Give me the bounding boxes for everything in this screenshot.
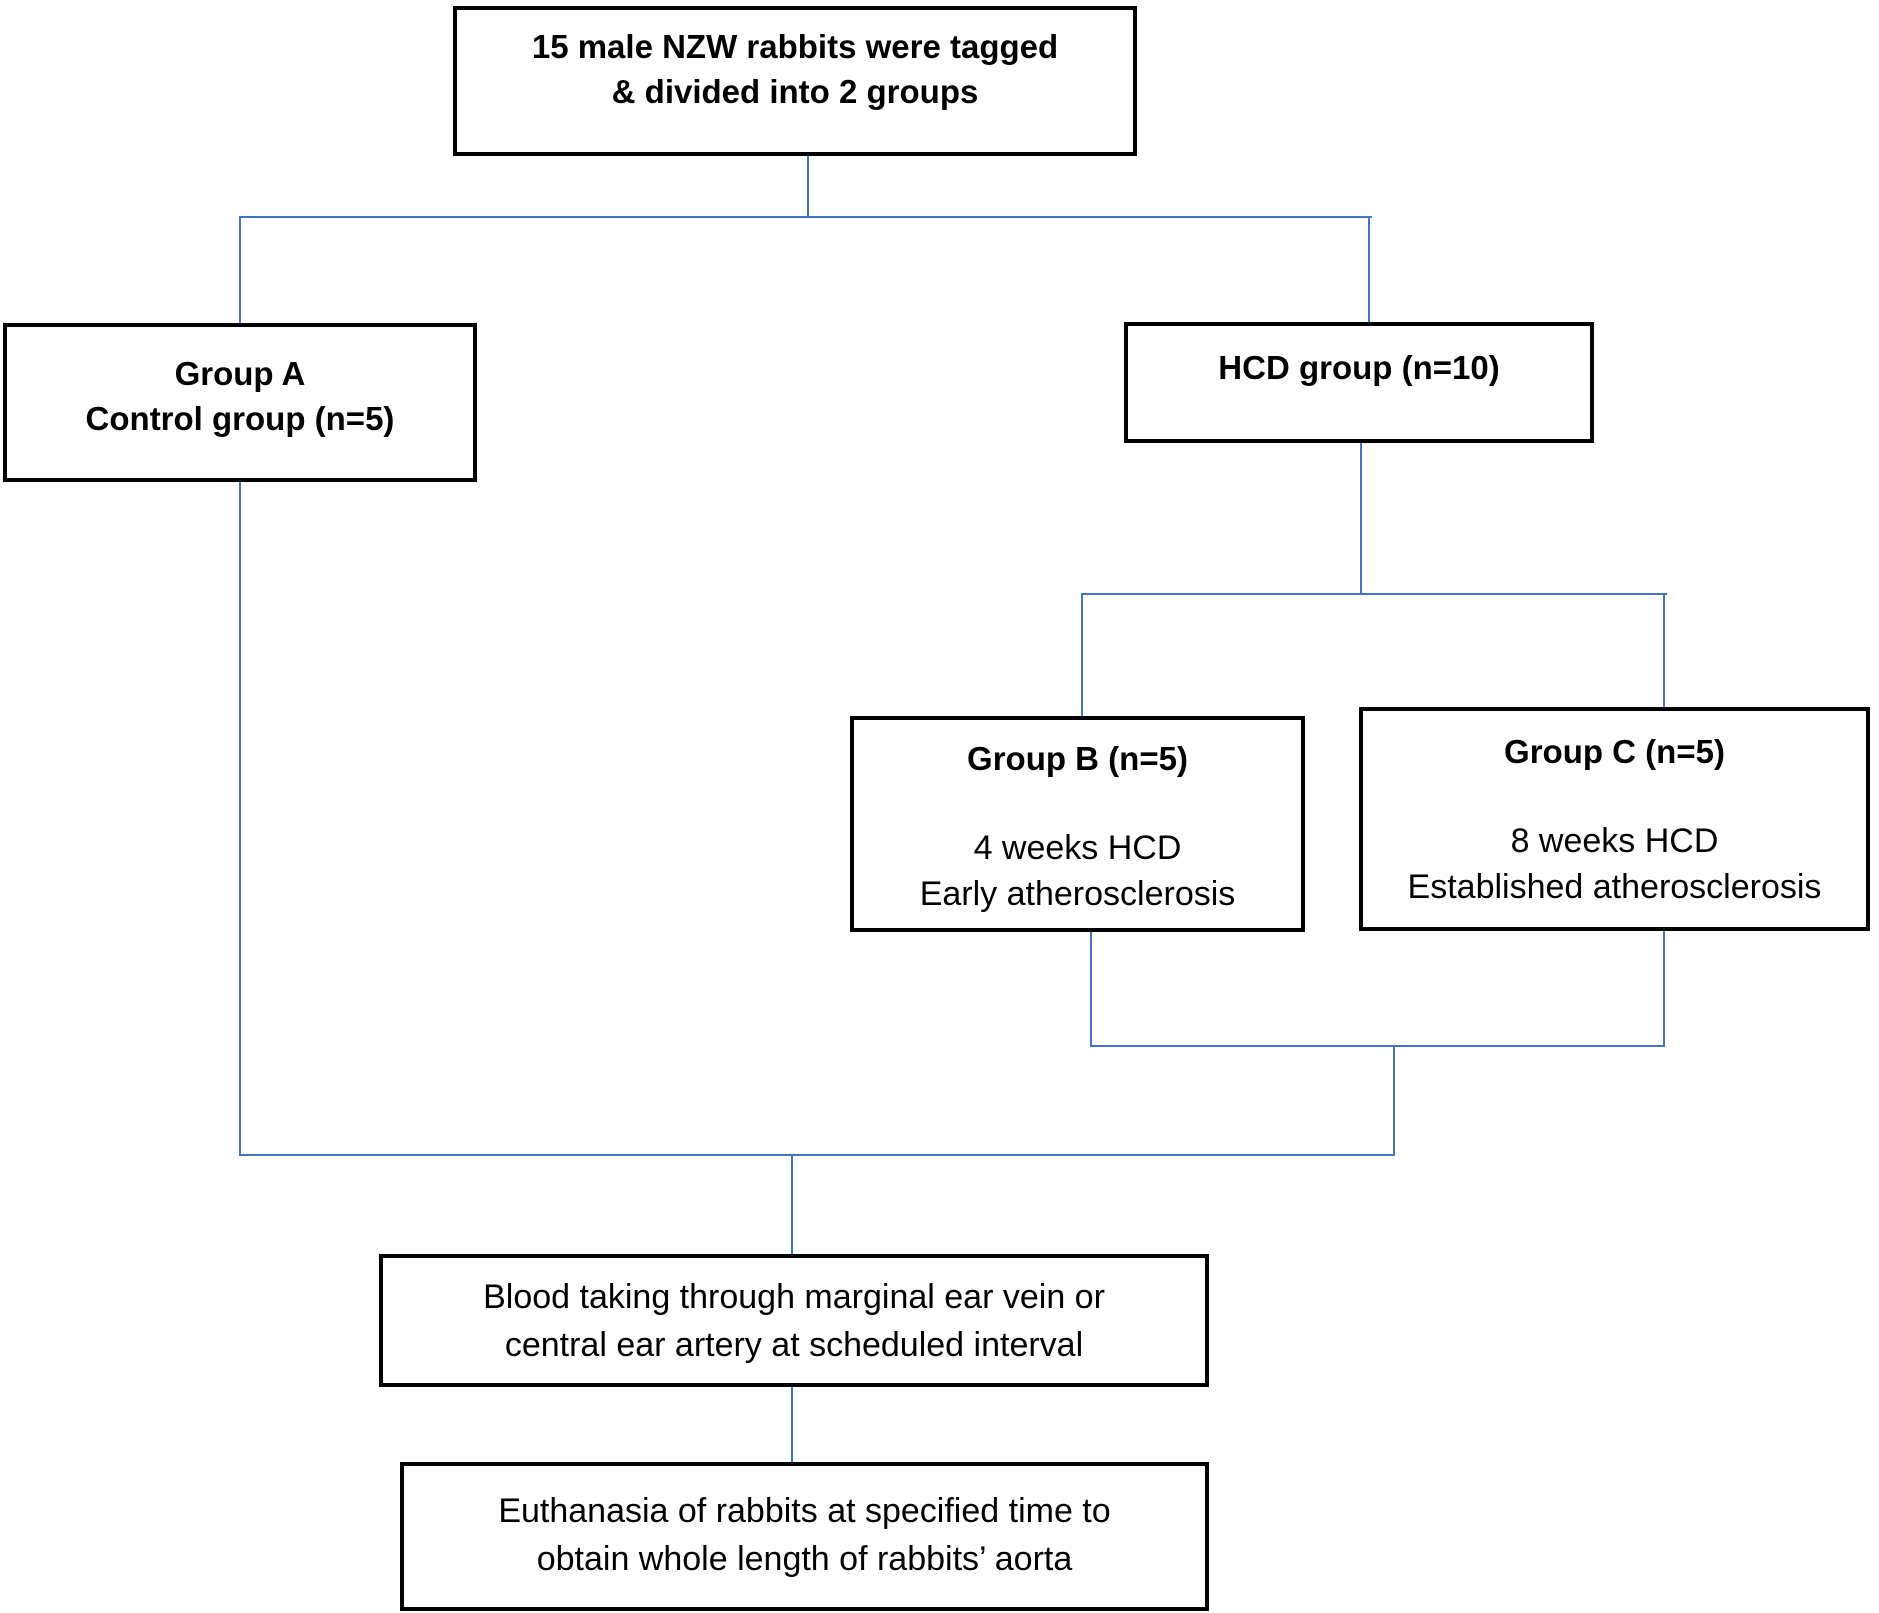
connector-merge-bc-horizontal bbox=[1090, 1045, 1665, 1047]
connector-group-a-down bbox=[239, 482, 241, 1156]
connector-root-down bbox=[807, 156, 809, 218]
connector-group-b-down bbox=[1090, 930, 1092, 1047]
node-group-b-line1: 4 weeks HCD bbox=[973, 829, 1182, 867]
node-root: 15 male NZW rabbits were tagged & divide… bbox=[453, 6, 1137, 156]
node-group-a-line1: Group A bbox=[174, 355, 306, 392]
connector-to-group-a bbox=[239, 216, 241, 325]
node-euthanasia: Euthanasia of rabbits at specified time … bbox=[400, 1462, 1209, 1611]
node-euthanasia-line1: Euthanasia of rabbits at specified time … bbox=[498, 1492, 1111, 1530]
connector-to-blood-taking bbox=[791, 1154, 793, 1255]
node-group-b-line2: Early atherosclerosis bbox=[919, 875, 1236, 913]
connector-merge-all-horizontal bbox=[239, 1154, 1395, 1156]
node-group-a: Group A Control group (n=5) bbox=[3, 323, 477, 482]
connector-to-group-b bbox=[1081, 593, 1083, 718]
connector-hcd-down bbox=[1360, 443, 1362, 595]
connector-to-hcd-group bbox=[1368, 216, 1370, 324]
connector-group-c-down bbox=[1663, 929, 1665, 1047]
connector-blood-to-euthanasia bbox=[791, 1387, 793, 1463]
node-group-c: Group C (n=5) 8 weeks HCD Established at… bbox=[1359, 707, 1870, 931]
connector-to-group-c bbox=[1663, 593, 1665, 709]
node-root-line2: & divided into 2 groups bbox=[611, 73, 979, 110]
node-group-c-line1: 8 weeks HCD bbox=[1510, 822, 1719, 860]
node-group-c-spacer bbox=[1363, 774, 1866, 818]
node-group-b: Group B (n=5) 4 weeks HCD Early atherosc… bbox=[850, 716, 1305, 932]
node-group-a-line2: Control group (n=5) bbox=[85, 400, 395, 437]
node-blood-taking: Blood taking through marginal ear vein o… bbox=[379, 1254, 1209, 1387]
node-blood-taking-line1: Blood taking through marginal ear vein o… bbox=[483, 1278, 1105, 1316]
node-euthanasia-line2: obtain whole length of rabbits’ aorta bbox=[536, 1540, 1073, 1578]
connector-split1-horizontal bbox=[239, 216, 1372, 218]
node-hcd-group: HCD group (n=10) bbox=[1124, 322, 1594, 443]
node-group-b-title: Group B (n=5) bbox=[967, 740, 1188, 777]
node-group-c-title: Group C (n=5) bbox=[1504, 733, 1725, 770]
node-blood-taking-line2: central ear artery at scheduled interval bbox=[504, 1326, 1084, 1364]
connector-split2-horizontal bbox=[1081, 593, 1667, 595]
node-hcd-group-label: HCD group (n=10) bbox=[1218, 349, 1500, 386]
node-root-line1: 15 male NZW rabbits were tagged bbox=[531, 28, 1059, 65]
node-group-b-spacer bbox=[854, 781, 1301, 825]
connector-merge-bc-down bbox=[1393, 1045, 1395, 1156]
node-group-c-line2: Established atherosclerosis bbox=[1407, 868, 1822, 906]
